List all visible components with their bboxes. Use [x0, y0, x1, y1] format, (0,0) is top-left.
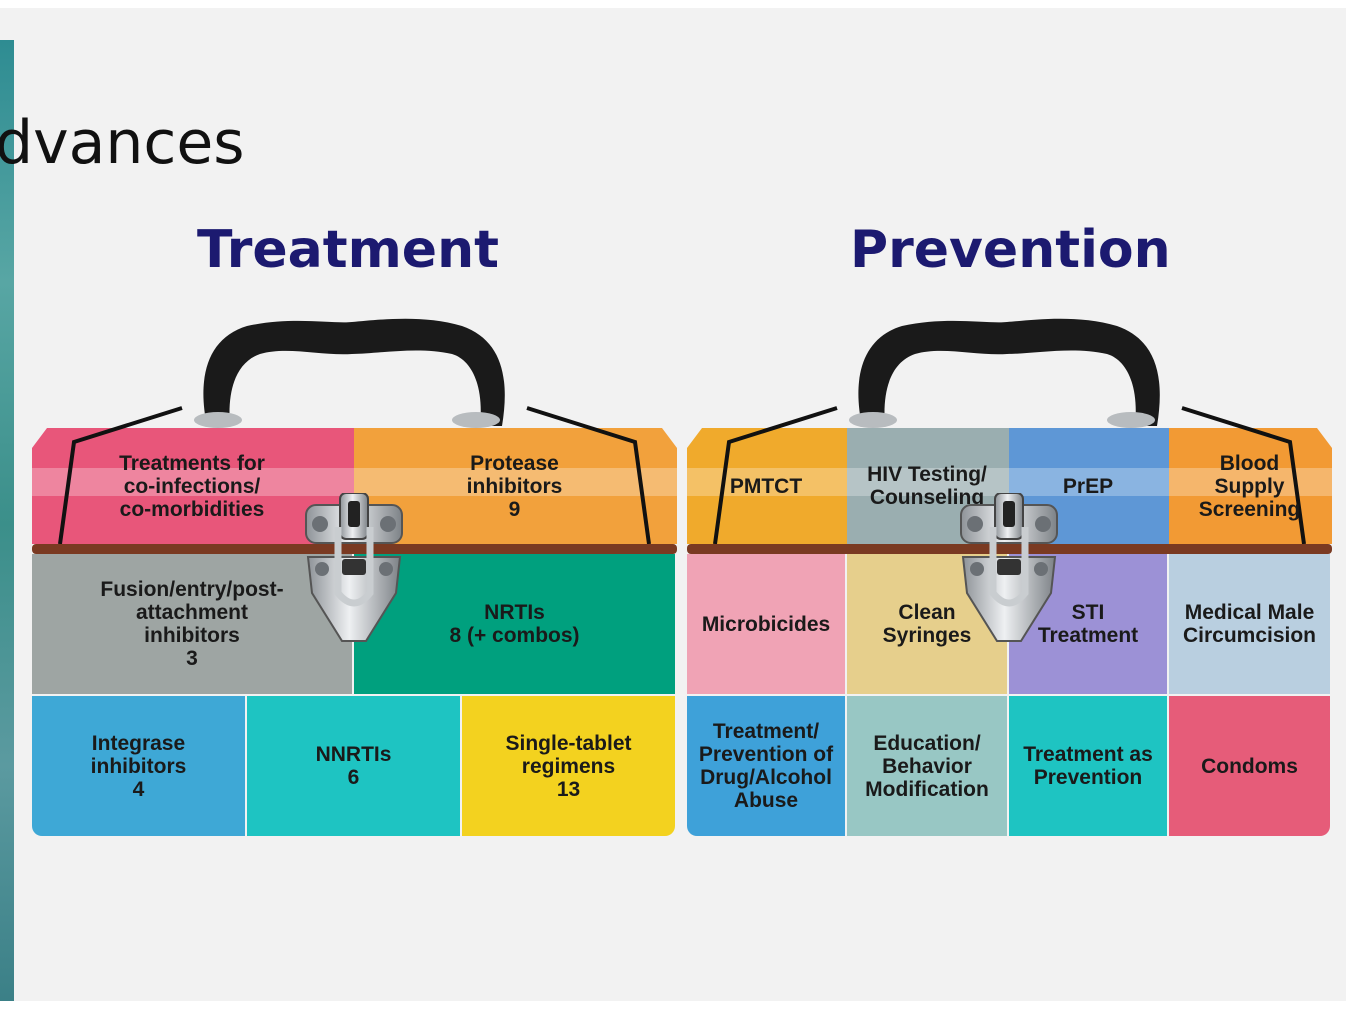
lid-row-label: PMTCT [729, 474, 803, 498]
lid-row-panel [32, 428, 354, 544]
lid-row-highlight [687, 468, 847, 496]
toolbox-frame [687, 318, 1332, 554]
middle-row-cell: Microbicides [687, 554, 845, 694]
lid-row-highlight [1169, 468, 1332, 496]
latch-icon [305, 493, 403, 642]
lid-row-highlight [847, 468, 1009, 496]
bottom-row-label: Education/ Behavior Modification [865, 731, 989, 801]
middle-row-label: Microbicides [701, 612, 831, 636]
handle-mount-icon [849, 412, 897, 428]
prevention-toolbox: PMTCT HIV Testing/ Counseling PrEP Blood Su… [687, 308, 1332, 843]
bottom-row-label: Single-tablet regimens 13 [505, 731, 632, 801]
treatment-toolbox: Treatments for co-infections/ co-morbidi… [32, 308, 677, 843]
strap-line [58, 406, 183, 545]
middle-row-label: NRTIs 8 (+ combos) [449, 601, 580, 647]
slide: dvances Treatment Prevention Treatments … [0, 8, 1346, 1001]
handle-icon [858, 318, 1160, 426]
bottom-row-label: Integrase inhibitors 4 [90, 731, 187, 801]
bottom-row-cell: Integrase inhibitors 4 [32, 696, 245, 836]
strap-line [526, 406, 651, 545]
lid-rim [32, 544, 677, 554]
handle-icon [203, 318, 505, 426]
lid-row-panel [1169, 428, 1332, 544]
lid-row-cell: Protease inhibitors 9 [354, 428, 675, 544]
lid-row-highlight [32, 468, 354, 496]
decorative-image-strip [0, 40, 14, 1001]
middle-row-label: Clean Syringes [882, 601, 972, 647]
bottom-row-cell: Condoms [1169, 696, 1330, 836]
bottom-row-label: NNRTIs 6 [315, 743, 392, 789]
lid-row-highlight [354, 468, 677, 496]
lid-row-label: Treatments for co-infections/ co-morbidi… [119, 451, 265, 521]
toolbox-frame [32, 318, 677, 554]
lid-row-cell: Treatments for co-infections/ co-morbidi… [32, 428, 352, 544]
bottom-row-cell: NNRTIs 6 [247, 696, 460, 836]
bottom-row-cell: Treatment/ Prevention of Drug/Alcohol Ab… [687, 696, 845, 836]
lid-row-label: Blood Supply Screening [1198, 451, 1301, 521]
treatment-heading: Treatment [197, 220, 499, 280]
handle-mount-icon [1107, 412, 1155, 428]
strap-line [713, 406, 838, 545]
lid-row-cell: PMTCT [687, 428, 845, 544]
latch-icon [960, 493, 1058, 642]
lid-row-cell: Blood Supply Screening [1169, 428, 1330, 544]
middle-row-cell: NRTIs 8 (+ combos) [354, 554, 675, 694]
middle-row-label: Medical Male Circumcision [1182, 601, 1317, 647]
slide-title: dvances [0, 108, 245, 178]
lid-row-label: Protease inhibitors 9 [466, 451, 563, 521]
bottom-row-cell: Education/ Behavior Modification [847, 696, 1007, 836]
lid-row-label: PrEP [1062, 474, 1114, 498]
middle-row-label: STI Treatment [1037, 601, 1139, 647]
prevention-heading: Prevention [850, 220, 1171, 280]
strap-line [1181, 406, 1306, 545]
bottom-row-label: Treatment/ Prevention of Drug/Alcohol Ab… [698, 720, 834, 812]
lid-row-label: HIV Testing/ Counseling [867, 463, 987, 509]
lid-row-highlight [1009, 468, 1169, 496]
handle-mount-icon [452, 412, 500, 428]
lid-rim [687, 544, 1332, 554]
middle-row-label: Fusion/entry/post- attachment inhibitors… [100, 578, 284, 670]
bottom-row-cell: Single-tablet regimens 13 [462, 696, 675, 836]
bottom-row-label: Treatment as Prevention [1023, 743, 1153, 789]
lid-row-panel [687, 428, 847, 544]
middle-row-cell: Fusion/entry/post- attachment inhibitors… [32, 554, 352, 694]
middle-row-cell: Medical Male Circumcision [1169, 554, 1330, 694]
lid-row-cell: PrEP [1009, 428, 1167, 544]
lid-row-cell: HIV Testing/ Counseling [847, 428, 1007, 544]
bottom-row-label: Condoms [1201, 754, 1298, 778]
bottom-row-cell: Treatment as Prevention [1009, 696, 1167, 836]
lid-row-panel [354, 428, 677, 544]
handle-mount-icon [194, 412, 242, 428]
